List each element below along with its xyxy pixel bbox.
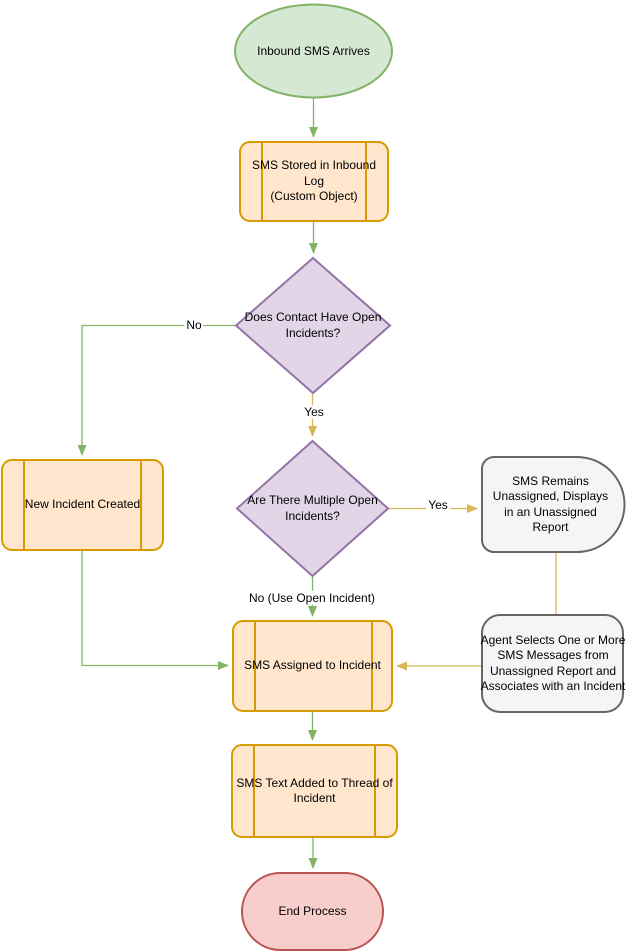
decision-open-incidents-shape <box>234 256 392 395</box>
sms-assigned-node-shape <box>232 620 393 712</box>
edge-decision1-no-to-newincident <box>77 324 236 456</box>
new-incident-node-shape <box>1 459 164 551</box>
sms-stored-node-shape <box>239 141 389 222</box>
end-node-shape <box>241 872 384 951</box>
sms-text-added-node-shape <box>231 744 398 838</box>
agent-selects-node-shape <box>481 614 624 713</box>
decision-multiple-incidents-shape <box>235 439 390 578</box>
edge-newincident-to-smsassigned <box>81 551 229 670</box>
sms-remains-node-shape <box>481 456 626 553</box>
start-node-shape <box>234 3 393 99</box>
